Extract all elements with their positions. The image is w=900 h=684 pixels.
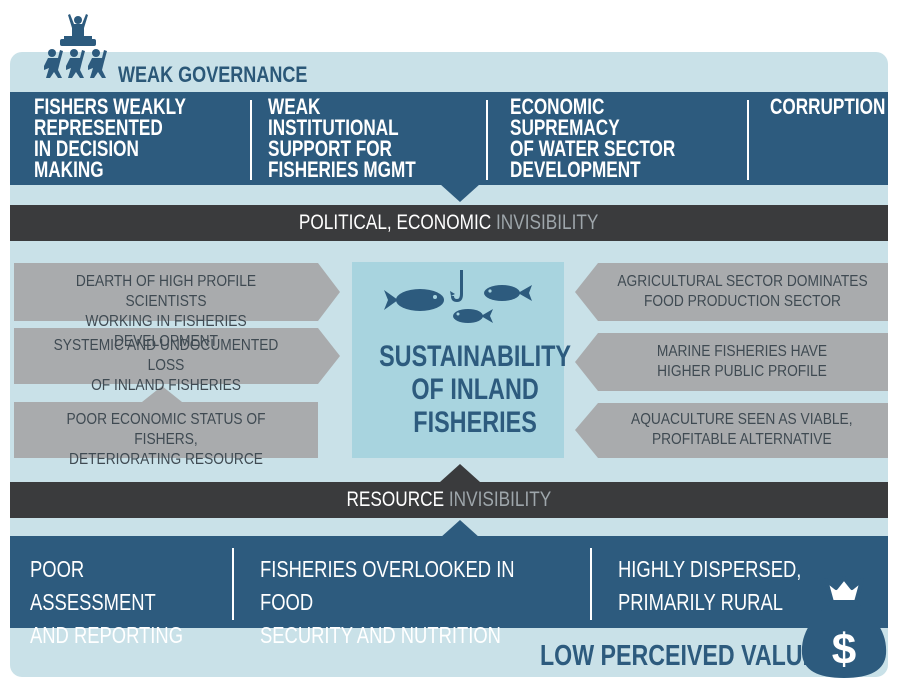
center-title: SUSTAINABILITY OF INLAND FISHERIES (352, 340, 571, 439)
money-bag-icon: $ (801, 576, 887, 678)
bar-main-text: POLITICAL, ECONOMIC (299, 211, 492, 234)
right-arrow-3 (575, 403, 888, 458)
right-item-text: MARINE FISHERIES HAVE HIGHER PUBLIC PROF… (656, 343, 828, 380)
resource-invisibility-bar: RESOURCE INVISIBILITY (10, 482, 888, 518)
governance-cell: WEAK INSTITUTIONAL SUPPORT FOR FISHERIES… (268, 96, 483, 182)
resource-cell-text: FISHERIES OVERLOOKED IN FOOD SECURITY AN… (260, 556, 515, 648)
right-arrow-1 (575, 263, 888, 321)
resource-box (10, 536, 888, 628)
governance-cell: FISHERS WEAKLY REPRESENTED IN DECISION M… (34, 96, 249, 182)
bar-faded-text: INVISIBILITY (496, 211, 599, 234)
resource-cell: FISHERIES OVERLOOKED IN FOOD SECURITY AN… (260, 553, 590, 652)
divider (232, 548, 234, 620)
governance-cell-text: CORRUPTION (770, 94, 886, 119)
people-carrying-person-icon (44, 14, 107, 78)
bar-main-text: RESOURCE (346, 488, 445, 511)
right-item-text: AGRICULTURAL SECTOR DOMINATES FOOD PRODU… (616, 273, 868, 310)
left-item-text: DEARTH OF HIGH PROFILE SCIENTISTS WORKIN… (75, 273, 257, 350)
left-item: SYSTEMIC AND UNDOCUMENTED LOSS OF INLAND… (14, 336, 318, 396)
pointer-triangle (440, 464, 480, 482)
pointer-triangle (440, 184, 480, 202)
center-title-text: SUSTAINABILITY OF INLAND FISHERIES (379, 340, 572, 439)
resource-cell-text: POOR ASSESSMENT AND REPORTING (30, 556, 184, 648)
governance-cell-text: WEAK INSTITUTIONAL SUPPORT FOR FISHERIES… (268, 94, 416, 182)
left-item-text: POOR ECONOMIC STATUS OF FISHERS, DETERIO… (66, 411, 266, 468)
divider (590, 548, 592, 620)
resource-cell: HIGHLY DISPERSED, PRIMARILY RURAL (618, 553, 858, 619)
fish-and-hook-icon (384, 270, 532, 323)
left-item: POOR ECONOMIC STATUS OF FISHERS, DETERIO… (14, 410, 318, 470)
left-item: DEARTH OF HIGH PROFILE SCIENTISTS WORKIN… (14, 272, 318, 352)
right-item: AQUACULTURE SEEN AS VIABLE, PROFITABLE A… (596, 410, 888, 450)
pointer-triangle (440, 520, 480, 538)
dollar-symbol: $ (832, 625, 856, 674)
low-perceived-value-label: LOW PERCEIVED VALUE (540, 640, 818, 672)
left-arrow-1 (14, 263, 340, 321)
right-arrow-2 (575, 333, 888, 391)
bar-faded-text: INVISIBILITY (449, 488, 552, 511)
governance-cell-text: FISHERS WEAKLY REPRESENTED IN DECISION M… (34, 94, 186, 182)
resource-cell: POOR ASSESSMENT AND REPORTING (30, 553, 230, 652)
left-arrow-2 (14, 328, 340, 384)
left-arrow-3 (14, 386, 318, 458)
weak-governance-title: WEAK GOVERNANCE (118, 62, 308, 87)
governance-cell: ECONOMIC SUPREMACY OF WATER SECTOR DEVEL… (510, 96, 745, 182)
political-economic-invisibility-bar: POLITICAL, ECONOMIC INVISIBILITY (10, 205, 888, 241)
governance-box (10, 92, 888, 185)
divider (747, 100, 749, 180)
divider (250, 100, 252, 180)
left-item-text: SYSTEMIC AND UNDOCUMENTED LOSS OF INLAND… (53, 337, 279, 394)
governance-cell-text: ECONOMIC SUPREMACY OF WATER SECTOR DEVEL… (510, 94, 676, 182)
right-item: AGRICULTURAL SECTOR DOMINATES FOOD PRODU… (596, 272, 888, 312)
right-item-text: AQUACULTURE SEEN AS VIABLE, PROFITABLE A… (631, 411, 853, 448)
resource-cell-text: HIGHLY DISPERSED, PRIMARILY RURAL (618, 556, 802, 615)
divider (486, 100, 488, 180)
right-item: MARINE FISHERIES HAVE HIGHER PUBLIC PROF… (596, 342, 888, 382)
governance-cell: CORRUPTION (770, 96, 888, 182)
